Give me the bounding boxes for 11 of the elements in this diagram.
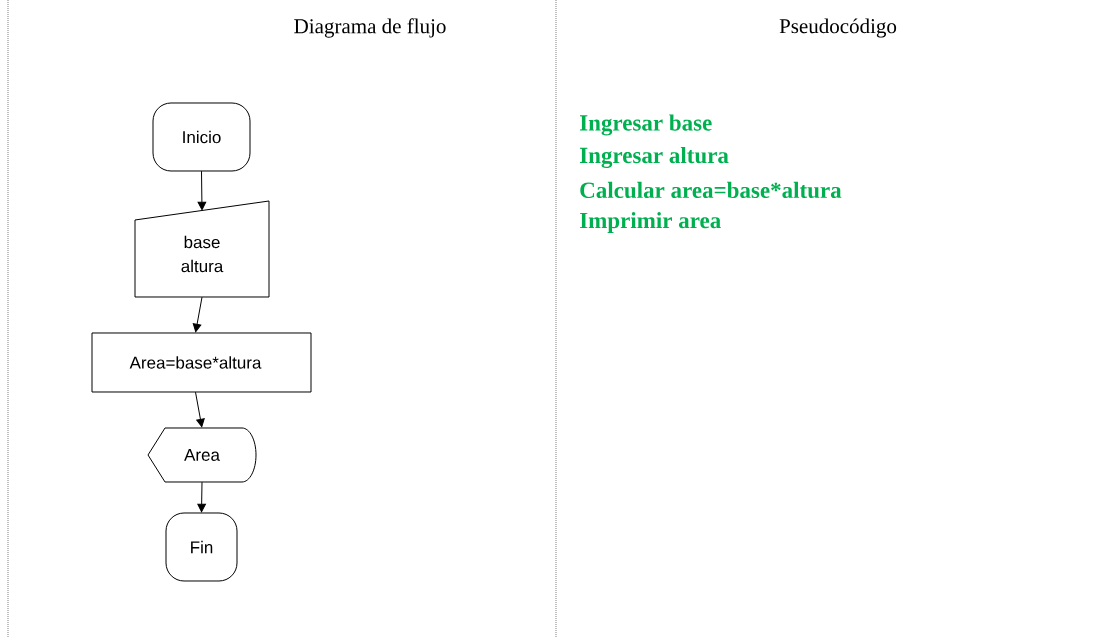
pseudocode-line: Ingresar altura (579, 146, 729, 168)
column-heading: Diagrama de flujo (294, 18, 446, 38)
arrow (197, 481, 206, 513)
pseudocode-line: Imprimir area (579, 212, 721, 233)
pseudocode-line: Calcular area=base*altura (580, 181, 842, 199)
arrow (197, 170, 207, 211)
process-box: Area=base*altura (91, 332, 312, 393)
column-heading: Pseudocódigo (779, 18, 897, 38)
arrow (192, 296, 203, 333)
arrow (195, 391, 205, 428)
pseudocode-line: Ingresar base (579, 114, 712, 136)
